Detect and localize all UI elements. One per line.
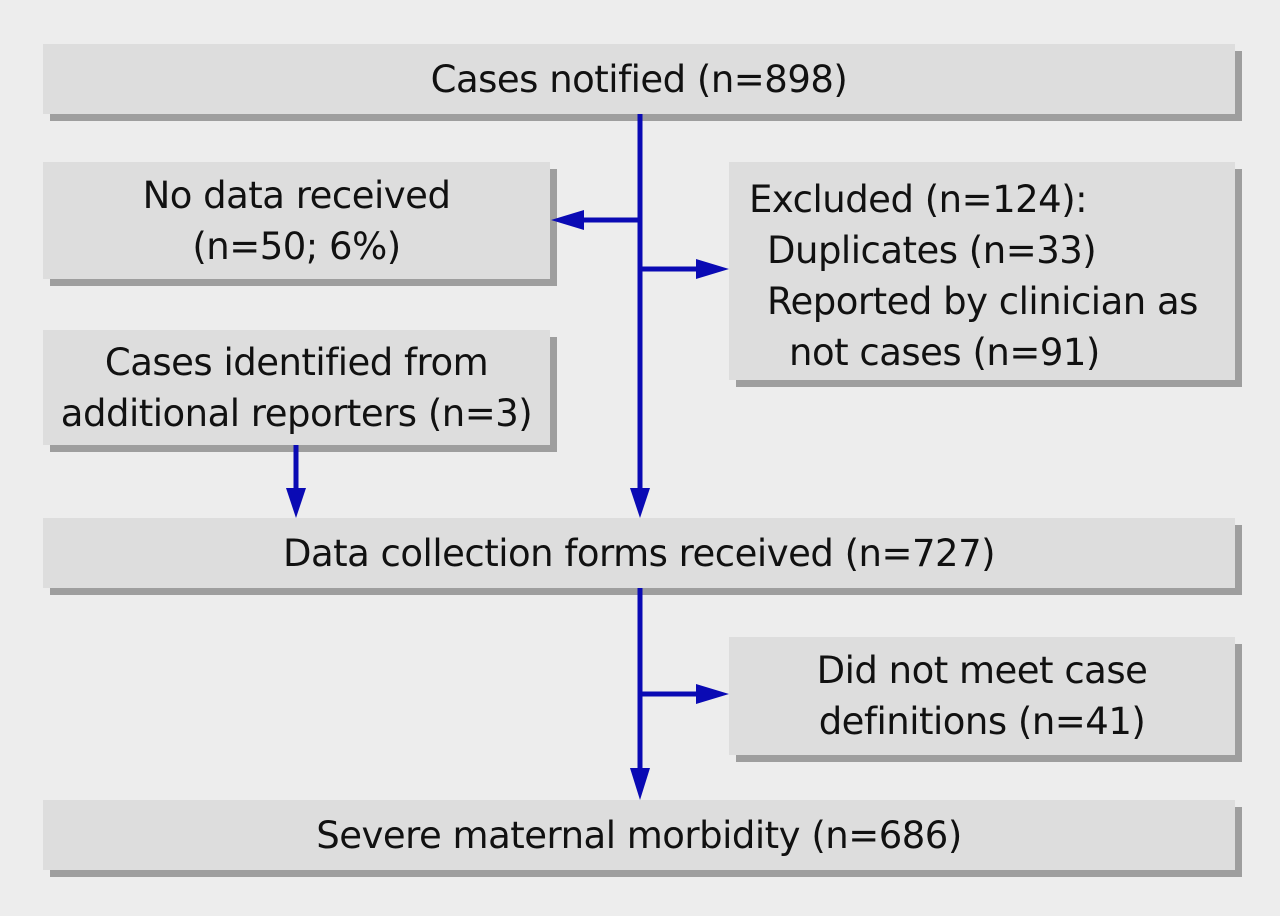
arrowhead-severe xyxy=(630,768,650,800)
arrowhead-forms xyxy=(630,488,650,518)
node-text: Cases notified (n=898) xyxy=(430,57,848,101)
node-text: Reported by clinician as xyxy=(767,280,1198,323)
node-text: (n=50; 6%) xyxy=(192,224,401,268)
node-cases-notified: Cases notified (n=898) xyxy=(43,44,1235,114)
node-text: Cases identified from xyxy=(104,340,489,384)
node-forms-received: Data collection forms received (n=727) xyxy=(43,518,1235,588)
node-text: Excluded (n=124): xyxy=(749,178,1088,221)
node-text: Did not meet case xyxy=(816,649,1148,692)
node-did-not-meet: Did not meet case definitions (n=41) xyxy=(729,637,1235,755)
node-text: additional reporters (n=3) xyxy=(60,391,533,435)
node-severe-morbidity: Severe maternal morbidity (n=686) xyxy=(43,800,1235,870)
node-text: Data collection forms received (n=727) xyxy=(282,531,996,575)
node-text: not cases (n=91) xyxy=(789,331,1100,374)
node-text: Duplicates (n=33) xyxy=(767,229,1097,272)
node-text: No data received xyxy=(142,173,451,217)
node-no-data-received: No data received (n=50; 6%) xyxy=(43,162,550,279)
arrowhead-excluded xyxy=(696,259,729,279)
arrowhead-additional xyxy=(286,488,306,518)
node-text: Severe maternal morbidity (n=686) xyxy=(316,813,962,857)
node-excluded: Excluded (n=124): Duplicates (n=33) Repo… xyxy=(729,162,1235,380)
arrowhead-not-meet xyxy=(696,684,729,704)
node-text: definitions (n=41) xyxy=(818,700,1146,743)
node-additional-reporters: Cases identified from additional reporte… xyxy=(43,330,550,445)
arrowhead-no-data xyxy=(551,210,584,230)
